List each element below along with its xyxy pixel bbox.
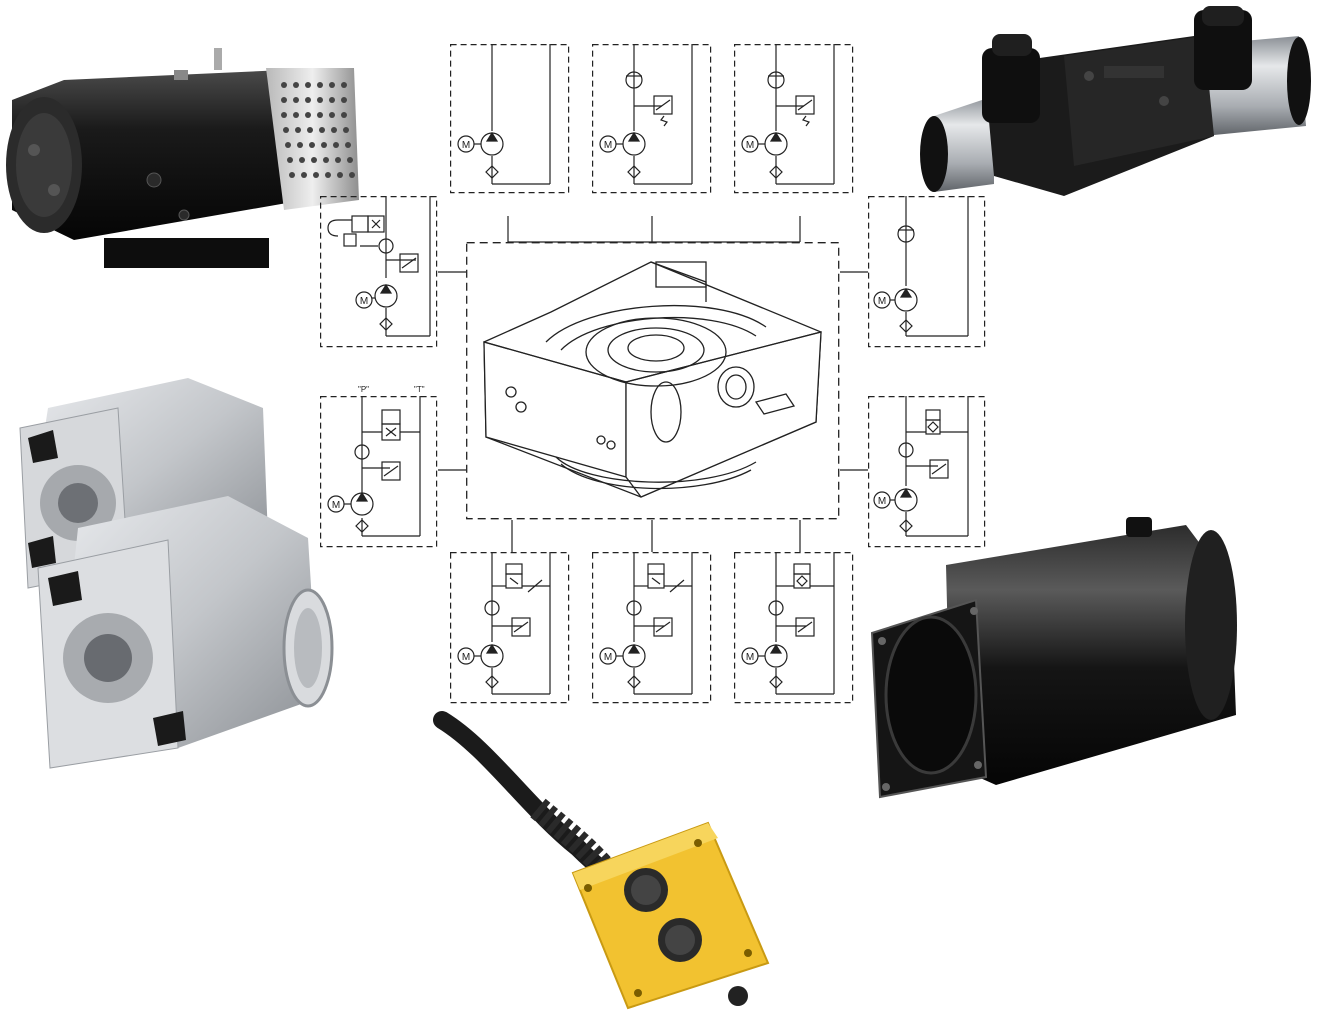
motor-symbol-label: M — [462, 140, 470, 151]
circuit-check-only: M — [868, 196, 986, 348]
port-t-label: "T" — [414, 385, 425, 394]
circuit-ports-p-t: "P" "T" M — [320, 382, 438, 548]
motor-symbol-label: M — [604, 140, 612, 151]
motor-symbol-label: M — [878, 296, 886, 307]
circuit-pump-basic: M — [450, 44, 570, 194]
dc-motor-photo — [4, 40, 364, 280]
circuit-manual-valve: M — [320, 196, 438, 348]
pendant-control-photo — [428, 708, 782, 1018]
motor-symbol-label: M — [878, 496, 886, 507]
circuit-solenoid-throttle-1: M — [450, 552, 570, 704]
motor-symbol-label: M — [462, 652, 470, 663]
motor-symbol-label: M — [746, 140, 754, 151]
circuit-check-relief-1: M — [592, 44, 712, 194]
circuit-solenoid-relief: M — [868, 396, 986, 548]
circuit-solenoid-throttle-2: M — [592, 552, 712, 704]
oil-tank-photo — [856, 515, 1240, 807]
gear-pump-photo — [8, 368, 340, 780]
manifold-block-drawing — [466, 242, 840, 520]
port-p-label: "P" — [358, 385, 369, 394]
circuit-solenoid-check: M — [734, 552, 854, 704]
motor-symbol-label: M — [746, 652, 754, 663]
solenoid-valve-photo — [914, 6, 1319, 202]
motor-symbol-label: M — [604, 652, 612, 663]
motor-symbol-label: M — [360, 296, 368, 307]
motor-symbol-label: M — [332, 500, 340, 511]
circuit-check-relief-2: M — [734, 44, 854, 194]
